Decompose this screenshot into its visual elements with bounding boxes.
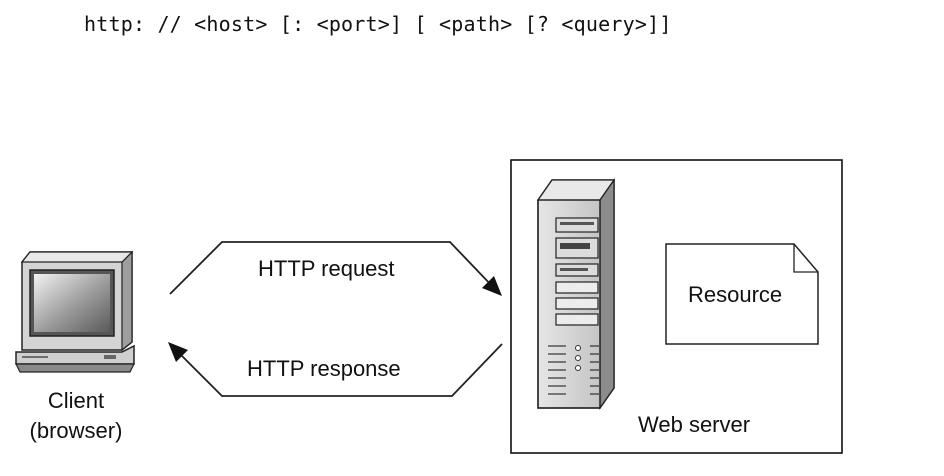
resource-document-icon: [665, 243, 819, 345]
client-name: Client: [47, 388, 105, 413]
http-response-arrow: [168, 342, 503, 397]
client-label: Client (browser): [20, 386, 132, 446]
http-request-label: HTTP request: [258, 256, 395, 281]
resource-label: Resource: [688, 282, 783, 307]
server-tower-icon: [536, 177, 616, 411]
web-server-frame: [510, 159, 843, 454]
url-syntax-line: http: // <host> [: <port>] [ <path> [? <…: [84, 12, 672, 36]
client-computer-icon: [15, 250, 135, 373]
client-subtitle: (browser): [29, 418, 123, 443]
http-request-arrow: [169, 241, 502, 296]
web-server-label: Web server: [638, 412, 751, 437]
http-response-label: HTTP response: [247, 356, 401, 381]
